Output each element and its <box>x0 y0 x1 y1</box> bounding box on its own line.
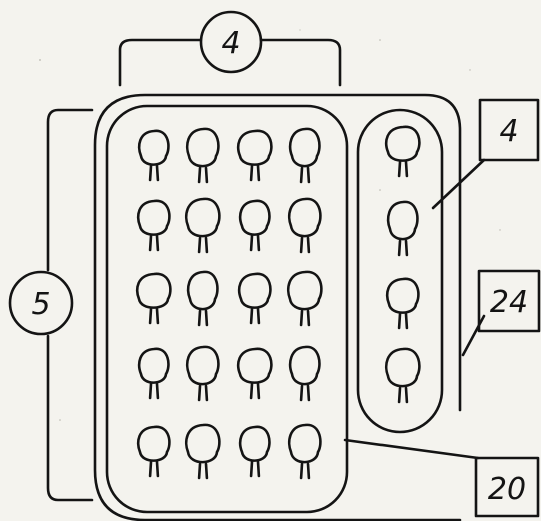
columns-brace <box>118 38 342 87</box>
svg-text:20: 20 <box>488 472 526 507</box>
tree-figure-icon <box>236 129 273 182</box>
extra-column-enclosure <box>356 108 444 434</box>
extra-count-pointer <box>431 158 486 210</box>
tree-figure-icon <box>137 347 170 400</box>
tree-figure-icon <box>287 197 322 254</box>
tree-figure-icon <box>287 423 322 480</box>
svg-text:24: 24 <box>490 285 528 320</box>
tree-figure-icon <box>186 270 219 327</box>
tree-figure-icon <box>238 199 271 252</box>
tree-figure-icon <box>135 272 172 325</box>
svg-text:4: 4 <box>499 114 518 149</box>
svg-text:5: 5 <box>31 287 50 322</box>
total-count-label: 24 <box>477 269 541 333</box>
tree-figure-icon <box>385 277 420 330</box>
tree-figure-icon <box>184 197 221 254</box>
tree-figure-icon <box>384 125 421 178</box>
tree-figure-icon <box>136 199 171 252</box>
outer-enclosure <box>93 93 462 521</box>
svg-text:4: 4 <box>221 26 240 61</box>
tree-figure-icon <box>137 129 170 182</box>
grid-figures <box>135 127 323 480</box>
paper-texture <box>39 29 501 421</box>
tree-figure-icon <box>286 270 323 327</box>
tree-figure-icon <box>184 423 221 480</box>
tree-figure-icon <box>185 127 220 184</box>
columns-count-label: 4 <box>199 10 263 74</box>
tree-figure-icon <box>386 200 419 257</box>
tree-figure-icon <box>288 345 321 402</box>
extra-count-label: 4 <box>478 98 540 162</box>
tree-figure-icon <box>288 127 321 184</box>
tree-figure-icon <box>236 347 273 400</box>
extra-column-figures <box>384 125 421 404</box>
rows-count-label: 5 <box>8 270 74 336</box>
tree-figure-icon <box>238 425 271 478</box>
rows-brace <box>46 108 94 502</box>
total-count-pointer <box>461 314 486 357</box>
tree-figure-icon <box>136 425 171 478</box>
tree-figure-icon <box>384 347 421 404</box>
tree-figure-icon <box>185 345 220 402</box>
grid-enclosure <box>105 104 349 514</box>
tree-figure-icon <box>237 272 272 325</box>
grid-total-pointer <box>343 438 480 460</box>
grid-total-label: 20 <box>474 456 540 518</box>
